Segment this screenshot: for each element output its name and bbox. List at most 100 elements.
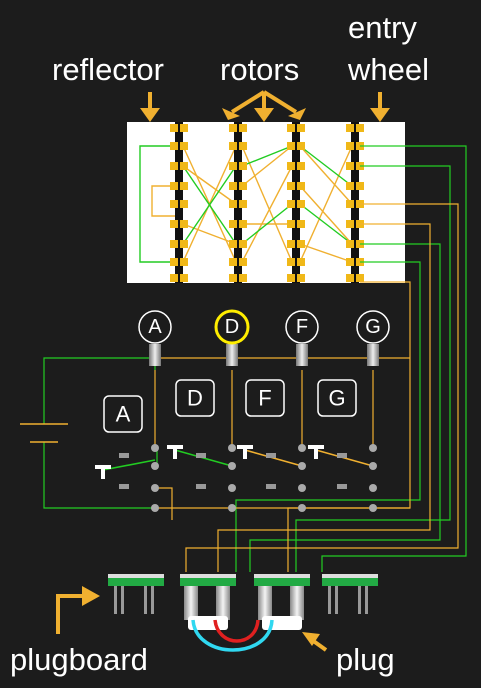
contact-pin bbox=[239, 124, 247, 132]
plugboard-sockets bbox=[108, 574, 378, 630]
contact-pin bbox=[239, 182, 247, 190]
lamp-letter: A bbox=[148, 316, 162, 338]
contact-pin bbox=[180, 258, 188, 266]
plugboard-socket-2[interactable] bbox=[180, 574, 236, 630]
reflector-arrow-icon bbox=[140, 92, 160, 122]
plugboard-label: plugboard bbox=[10, 642, 148, 677]
key-switches bbox=[95, 444, 377, 512]
key-switch-g bbox=[308, 444, 377, 512]
contact-pin bbox=[287, 258, 295, 266]
contact-pin bbox=[229, 162, 237, 170]
switch-contact bbox=[369, 462, 377, 470]
contact-pin bbox=[297, 274, 305, 282]
rotor-left-column bbox=[229, 122, 247, 283]
lamp-bulb-icon bbox=[285, 310, 319, 344]
contact-pin bbox=[297, 240, 305, 248]
key-f[interactable]: F bbox=[245, 379, 285, 417]
contact-pin bbox=[229, 124, 237, 132]
plugboard-socket-3[interactable] bbox=[254, 574, 310, 630]
plugboard-socket-1[interactable] bbox=[108, 574, 164, 614]
lamp-d: D bbox=[214, 309, 250, 366]
switch-contact bbox=[151, 444, 159, 452]
lamp-f: F bbox=[285, 310, 319, 366]
key-g[interactable]: G bbox=[317, 379, 357, 417]
contact-pin bbox=[229, 274, 237, 282]
switch-contact bbox=[151, 504, 159, 512]
switch-contact bbox=[228, 484, 236, 492]
contact-pin bbox=[297, 162, 305, 170]
contact-pin bbox=[229, 182, 237, 190]
rotor-wiring-green bbox=[139, 145, 353, 263]
key-switch-a bbox=[95, 444, 159, 512]
lamp-a: A bbox=[138, 310, 172, 366]
contact-pin bbox=[170, 162, 178, 170]
lamp-bulb-icon bbox=[214, 309, 250, 345]
lamp-bulb-icon bbox=[356, 310, 390, 344]
contact-pin bbox=[297, 220, 305, 228]
contact-pin bbox=[170, 182, 178, 190]
contact-pin bbox=[170, 142, 178, 150]
contact-pin bbox=[346, 182, 354, 190]
contact-pin bbox=[239, 240, 247, 248]
wheel-label: wheel bbox=[347, 52, 429, 87]
keyboard: AD F G bbox=[103, 379, 357, 433]
entry-label: entry bbox=[348, 10, 417, 45]
contact-pin bbox=[180, 124, 188, 132]
rotors-label: rotors bbox=[220, 52, 299, 87]
plugboard-socket-4[interactable] bbox=[322, 574, 378, 614]
bulb-socket bbox=[367, 344, 379, 366]
contact-pin bbox=[239, 220, 247, 228]
contact-pin bbox=[356, 124, 364, 132]
contact-pin bbox=[180, 220, 188, 228]
reflector-column bbox=[170, 122, 188, 283]
switch-contact bbox=[298, 484, 306, 492]
contact-pin bbox=[356, 274, 364, 282]
contact-pin bbox=[346, 220, 354, 228]
reflector-label: reflector bbox=[52, 52, 164, 87]
switch-contact bbox=[151, 462, 159, 470]
contact-pin bbox=[239, 162, 247, 170]
switch-contact bbox=[369, 484, 377, 492]
contact-pin bbox=[346, 162, 354, 170]
contact-pin bbox=[229, 220, 237, 228]
contact-pin bbox=[287, 220, 295, 228]
contact-pin bbox=[180, 182, 188, 190]
contact-pin bbox=[297, 182, 305, 190]
contact-pin bbox=[297, 124, 305, 132]
plug-icon[interactable] bbox=[258, 586, 304, 630]
contact-pin bbox=[180, 162, 188, 170]
key-cap bbox=[317, 379, 357, 417]
switch-contact bbox=[151, 484, 159, 492]
lamp-letter: D bbox=[225, 316, 239, 338]
key-d[interactable]: D bbox=[175, 379, 215, 417]
lamp-letter: G bbox=[365, 316, 381, 338]
contact-pin bbox=[170, 274, 178, 282]
contact-pin bbox=[229, 142, 237, 150]
key-letter: F bbox=[258, 386, 271, 411]
contact-pin bbox=[287, 124, 295, 132]
plug-icon[interactable] bbox=[184, 586, 230, 630]
lamp-letter: F bbox=[296, 316, 308, 338]
contact-pin bbox=[346, 240, 354, 248]
contact-pin bbox=[297, 142, 305, 150]
key-cap bbox=[103, 395, 143, 433]
switch-contact bbox=[298, 444, 306, 452]
key-cap bbox=[175, 379, 215, 417]
contact-pin bbox=[180, 240, 188, 248]
key-a[interactable]: A bbox=[103, 395, 143, 433]
plug-arrow-icon bbox=[302, 632, 328, 652]
switch-contact bbox=[369, 504, 377, 512]
switch-contact bbox=[298, 462, 306, 470]
contact-pin bbox=[170, 220, 178, 228]
switch-contact bbox=[228, 444, 236, 452]
contact-pin bbox=[229, 258, 237, 266]
contact-pin bbox=[287, 240, 295, 248]
battery-icon bbox=[20, 423, 68, 443]
contact-pin bbox=[356, 182, 364, 190]
contact-pin bbox=[170, 258, 178, 266]
contact-pin bbox=[346, 258, 354, 266]
contact-pin bbox=[239, 142, 247, 150]
contact-pin bbox=[346, 274, 354, 282]
contact-pin bbox=[297, 200, 305, 208]
